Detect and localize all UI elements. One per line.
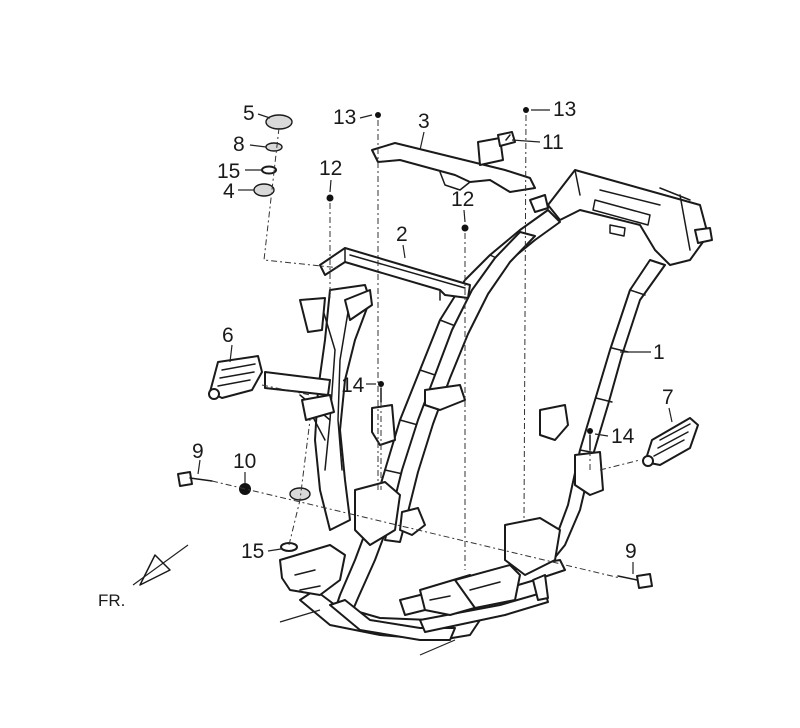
- callout-5: 5: [243, 102, 255, 125]
- crossmember: [319, 247, 471, 301]
- front-direction-arrow: [132, 544, 189, 586]
- callout-13-left: 13: [333, 106, 356, 129]
- callout-14-left: 14: [341, 374, 365, 397]
- leader-lines: [197, 109, 673, 656]
- callout-9-left: 9: [192, 440, 204, 463]
- callout-9-right: 9: [625, 540, 637, 563]
- callout-2: 2: [396, 223, 408, 246]
- callout-7: 7: [662, 386, 674, 409]
- callout-12-right: 12: [451, 188, 474, 211]
- left-footrest: [208, 355, 263, 400]
- callout-3: 3: [418, 110, 430, 133]
- callout-15-upper: 15: [217, 160, 240, 183]
- assembly-lines: [211, 114, 641, 579]
- callout-8: 8: [233, 133, 245, 156]
- upper-bracket: [371, 131, 536, 193]
- callout-14-right: 14: [611, 425, 635, 448]
- callout-4: 4: [223, 180, 235, 203]
- callout-10: 10: [233, 450, 256, 473]
- callout-1: 1: [653, 341, 665, 364]
- callout-15-lower: 15: [241, 540, 264, 563]
- front-direction-label: FR.: [98, 591, 125, 610]
- callout-13-right: 13: [553, 98, 576, 121]
- callout-12-left: 12: [319, 157, 342, 180]
- main-frame: [279, 169, 713, 641]
- callout-11: 11: [542, 131, 564, 154]
- callout-6: 6: [222, 324, 234, 347]
- right-footrest: [642, 417, 699, 467]
